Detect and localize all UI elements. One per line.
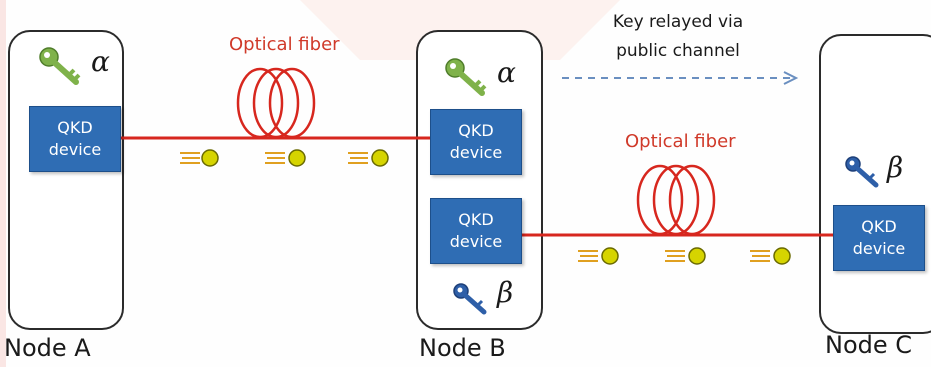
node-b-label: Node B — [419, 334, 506, 362]
relay-arrow — [562, 71, 799, 85]
device-label-line2: device — [449, 232, 503, 251]
device-label-line1: QKD — [458, 121, 494, 140]
fiber-label-b-c: Optical fiber — [625, 131, 736, 152]
key-symbol-alpha-node-a: α — [91, 45, 110, 78]
blue-key-icon — [453, 283, 487, 315]
key-symbol-beta-node-b: β — [497, 276, 514, 309]
device-label-line2: device — [449, 143, 503, 162]
fiber-coil-icon — [236, 67, 316, 139]
qkd-device-node-b-upper: QKD device — [430, 109, 522, 175]
photon-icon — [265, 149, 306, 167]
key-symbol-beta-node-c: β — [887, 151, 904, 184]
fiber-label-a-b: Optical fiber — [229, 34, 340, 55]
device-label-line1: QKD — [458, 210, 494, 229]
device-label-line1: QKD — [861, 217, 897, 236]
photon-icon — [665, 247, 706, 265]
relay-label-line2: public channel — [616, 41, 740, 61]
qkd-device-node-c: QKD device — [833, 205, 925, 271]
photon-icon — [180, 149, 219, 167]
green-key-icon — [445, 58, 487, 96]
photon-icon — [750, 247, 791, 265]
relay-label-line1: Key relayed via — [612, 12, 744, 32]
node-a-box — [8, 30, 124, 330]
fiber-coil-icon — [636, 164, 716, 236]
blue-key-icon — [845, 156, 879, 188]
node-b-box — [416, 30, 543, 330]
device-label-line2: device — [48, 140, 102, 159]
qkd-device-node-b-lower: QKD device — [430, 198, 522, 264]
node-a-label: Node A — [4, 334, 91, 362]
green-key-icon — [39, 47, 81, 85]
device-label-line1: QKD — [57, 118, 93, 137]
device-label-line2: device — [852, 239, 906, 258]
qkd-device-node-a: QKD device — [29, 106, 121, 172]
node-c-label: Node C — [825, 331, 913, 359]
key-symbol-alpha-node-b: α — [497, 56, 516, 89]
photon-icon — [348, 149, 389, 167]
photon-icon — [578, 247, 619, 265]
